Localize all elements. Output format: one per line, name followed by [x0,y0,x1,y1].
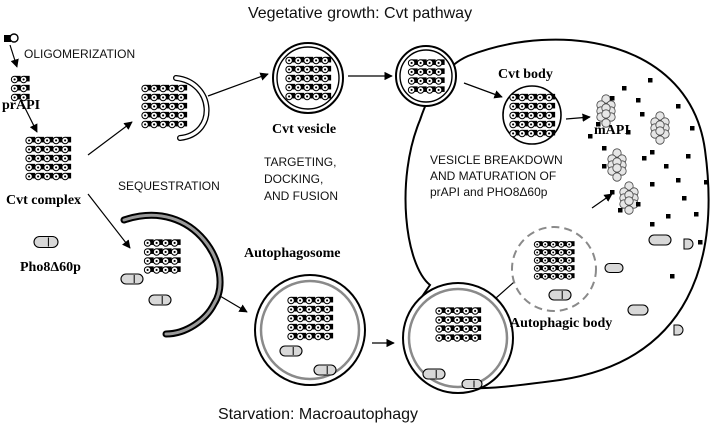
released-capsule-3 [627,304,649,316]
label-autophagosome: Autophagosome [244,246,340,261]
fragment-10 [676,178,681,183]
fragment-18 [636,202,641,207]
fragment-11 [650,182,655,187]
fusing-capsule-1 [422,368,446,380]
autophagosome-capsule-1 [279,345,303,357]
mapi-grape-3 [607,148,627,182]
released-half-capsule-1 [683,238,694,250]
prapi-dodecamer [10,75,30,102]
label-breakdown-3: prAPI and PHO8Δ60p [430,185,548,199]
fragment-5 [648,78,653,83]
fusing-autophagosome-cluster [435,307,482,342]
fragment-3 [636,98,641,103]
pho8-capsule-forming-2 [148,294,172,306]
cvt-vesicle-cluster [285,56,332,101]
pho8-capsules [33,234,694,390]
released-half-capsule-2 [673,324,684,336]
mapi-grape-2 [650,111,670,145]
fragment-7 [690,126,695,131]
label-targeting-1: TARGETING, [264,155,336,169]
label-sequestration: SEQUESTRATION [118,179,220,193]
fragment-17 [650,222,655,227]
pho8-capsule-forming-1 [120,273,144,285]
released-capsule-2 [604,262,624,274]
autophagosome-inner [259,279,361,381]
cvt-body-cluster [509,93,556,138]
cvt-vesicle-inner [276,46,340,110]
mapi-clusters [596,94,670,215]
mapi-grape-1 [596,94,616,128]
label-cvt-complex: Cvt complex [6,193,81,208]
fragment-4 [622,86,627,91]
label-oligomerization: OLIGOMERIZATION [24,47,135,61]
autophagic-body-capsule [548,289,572,301]
sequestering-cluster [141,84,188,129]
cvt-complex-cluster [25,136,72,181]
docking-vesicle-outer [395,45,457,107]
mapi-grape-4 [619,181,639,215]
pathway-arrows [9,44,613,348]
label-cvt-body: Cvt body [498,67,553,82]
fragment-2 [610,96,615,101]
label-pho8: Pho8Δ60p [20,260,81,275]
fragment-20 [618,208,623,213]
fragment-1 [596,122,601,127]
fragment-15 [666,214,671,219]
fragment-22 [698,240,703,245]
title-top: Vegetative growth: Cvt pathway [248,5,472,22]
docking-vesicle-inner [399,49,453,103]
label-breakdown-2: AND MATURATION OF [430,169,556,183]
label-cvt-vesicle: Cvt vesicle [272,122,336,137]
fragment-14 [682,196,687,201]
released-fragments [588,78,709,279]
fragment-28 [588,134,593,139]
pho8-legend-capsule [33,235,59,249]
fragment-25 [626,130,631,135]
autophagosome-capsule-2 [313,364,337,376]
title-bottom: Starvation: Macroautophagy [218,406,418,423]
label-mapi: mAPI [594,123,630,138]
fragment-9 [664,164,669,169]
fusing-capsule-2 [461,378,483,390]
fragment-27 [602,164,607,169]
fragment-24 [650,150,655,155]
fusing-autophagosome-inner [407,287,509,389]
docking-vesicle-cluster [407,59,445,94]
fragment-12 [642,156,647,161]
label-targeting-3: AND FUSION [264,189,338,203]
label-targeting-2: DOCKING, [264,172,323,186]
fragment-26 [640,112,645,117]
fragment-23 [670,274,675,279]
autophagosome-forming-cluster [143,239,181,274]
autophagic-body-cluster [533,241,575,280]
label-breakdown-1: VESICLE BREAKDOWN [430,153,563,167]
fragment-8 [686,154,691,159]
released-capsule-1 [648,234,672,246]
fragment-16 [694,212,699,217]
label-autophagic-body: Autophagic body [510,316,612,331]
prapi-monomer-icon [4,33,19,43]
fragment-13 [602,146,607,151]
fragment-19 [610,190,615,195]
label-prapi: prAPI [2,98,40,113]
autophagosome-cluster [287,296,334,341]
fragment-6 [676,104,681,109]
fragment-21 [704,180,709,185]
prapi-clusters [10,56,575,342]
